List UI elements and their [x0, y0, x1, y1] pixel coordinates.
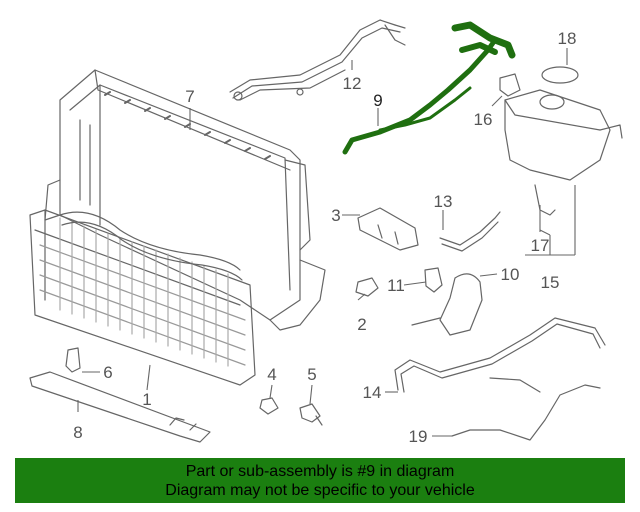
- parts-diagram: 1 2 3 4 5 6 7 8 9 10 11 12 13 14 15 16 1…: [29, 19, 623, 446]
- callouts: 1 2 3 4 5 6 7 8 9 10 11 12 13 14 15 16 1…: [73, 29, 576, 446]
- part3-mount-bracket: [357, 207, 419, 251]
- callout-5: 5: [307, 365, 316, 384]
- part8-deflector: [29, 371, 211, 443]
- part14-lower-hose: [394, 317, 606, 393]
- callout-17: 17: [531, 236, 550, 255]
- radiator-core: [29, 209, 256, 386]
- callout-1: 1: [142, 390, 151, 409]
- notice-banner: Part or sub-assembly is #9 in diagram Di…: [15, 458, 625, 503]
- banner-line-2: Diagram may not be specific to your vehi…: [165, 482, 475, 499]
- callout-11: 11: [387, 276, 405, 295]
- part12-hose-assembly: [229, 19, 406, 101]
- callout-6: 6: [103, 363, 112, 382]
- part16-connector: [499, 73, 521, 97]
- part4-clip: [259, 397, 279, 415]
- callout-13: 13: [434, 192, 453, 211]
- part17-sensor: [534, 184, 556, 216]
- callout-16: 16: [474, 110, 493, 129]
- callout-8: 8: [73, 423, 82, 442]
- callout-2: 2: [357, 315, 366, 334]
- part18-cap: [541, 66, 579, 84]
- callout-14: 14: [363, 383, 382, 402]
- callout-9: 9: [373, 91, 382, 110]
- part6-bracket: [65, 347, 81, 373]
- part9-highlighted-hose: [342, 21, 516, 155]
- callout-7: 7: [185, 87, 194, 106]
- part11-sensor: [424, 267, 443, 293]
- leader-lines: [77, 48, 576, 437]
- part2-grommet: [355, 277, 379, 297]
- part5-sensor: [299, 403, 323, 426]
- diagram-canvas: 1 2 3 4 5 6 7 8 9 10 11 12 13 14 15 16 1…: [29, 19, 623, 446]
- callout-3: 3: [331, 206, 340, 225]
- callout-18: 18: [558, 29, 577, 48]
- part15-expansion-tank: [504, 89, 623, 181]
- part10-outlet: [411, 273, 483, 336]
- banner-line-1: Part or sub-assembly is #9 in diagram: [185, 463, 455, 480]
- radiator-support-frame: [44, 69, 326, 331]
- callout-19: 19: [409, 427, 428, 446]
- callout-12: 12: [343, 74, 362, 93]
- callout-10: 10: [501, 265, 520, 284]
- part19-vent-hose: [451, 377, 601, 441]
- part13-small-hose: [439, 211, 501, 252]
- callout-15: 15: [541, 273, 560, 292]
- callout-4: 4: [267, 365, 276, 384]
